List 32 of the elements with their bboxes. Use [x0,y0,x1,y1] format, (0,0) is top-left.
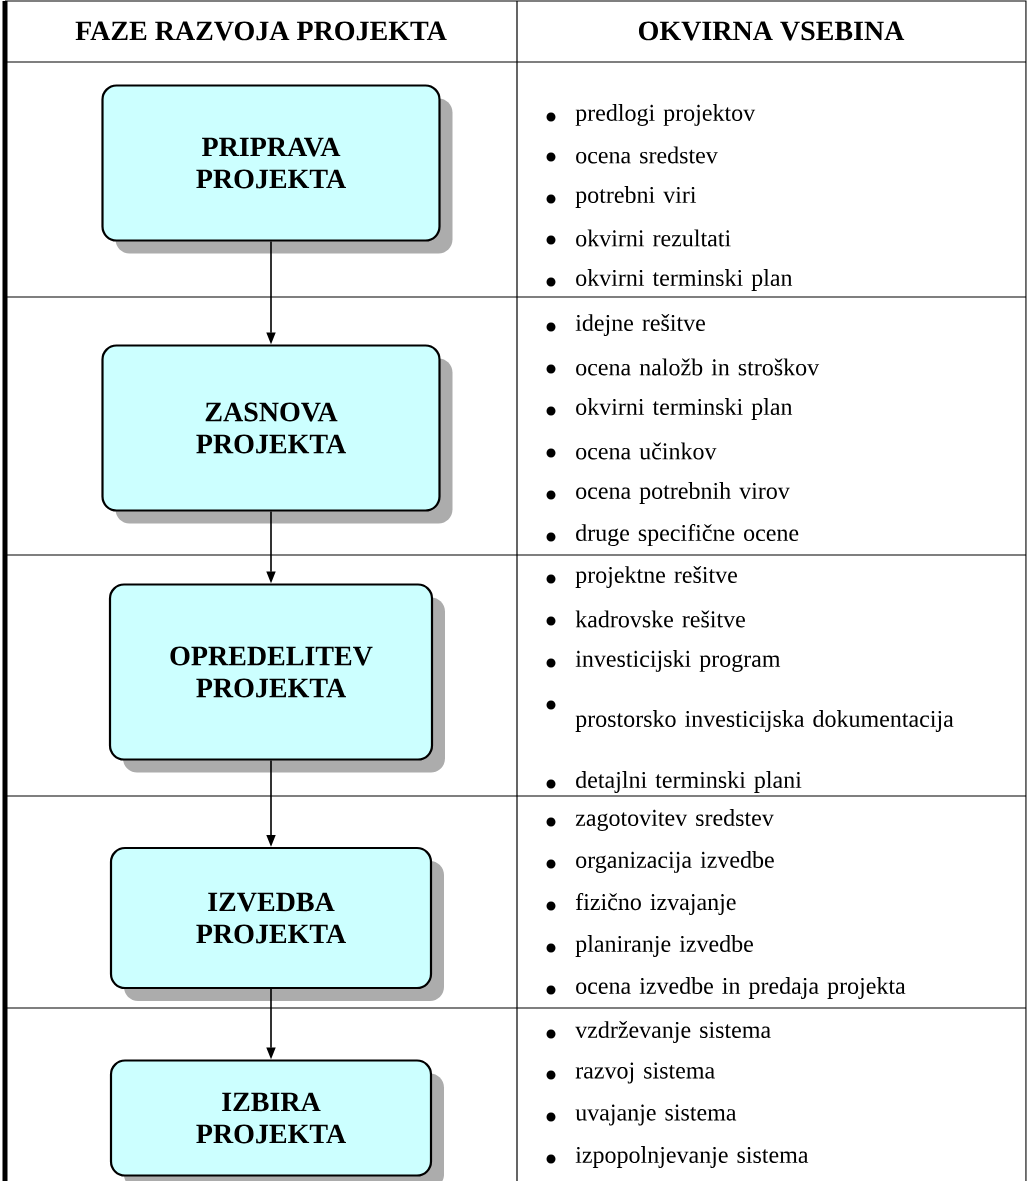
bullet-item: ocena potrebnih virov [546,482,790,504]
bullet-item: razvoj sistema [546,1062,715,1084]
bullet-item: okvirni terminski plan [546,398,793,420]
bullet-item: ocena učinkov [546,442,717,460]
bullet-item: planiranje izvedbe [546,935,753,957]
process-box: IZBIRA PROJEKTA [109,1059,444,1181]
bullet-item: idejne rešitve [546,314,705,336]
bullet-item: druge specifične ocene [546,524,799,547]
bullet-item: detajlni terminski plani [546,771,802,793]
process-box: PRIPRAVA PROJEKTA [101,84,453,254]
column-header: OKVIRNA VSEBINA [638,21,905,41]
bullet-item: prostorsko investicijska dokumentacija [546,700,954,732]
bullet-item: projektne rešitve [546,566,737,588]
bullet-item: kadrovske rešitve [546,610,745,628]
process-box: OPREDELITEV PROJEKTA [108,583,445,773]
bullet-item: ocena sredstev [546,146,718,164]
bullet-item: fizično izvajanje [546,893,736,915]
bullet-item: predlogi projektov [546,104,756,126]
bullet-item: zagotovitev sredstev [546,809,774,831]
column-header: FAZE RAZVOJA PROJEKTA [75,21,447,41]
bullet-item: potrebni viri [546,186,697,208]
bullet-item: okvirni terminski plan [546,269,793,291]
bullet-item: ocena naložb in stroškov [546,358,820,376]
bullet-item: investicijski program [546,650,781,672]
bullet-item: vzdrževanje sistema [546,1021,771,1043]
bullet-item: uvajanje sistema [546,1104,737,1126]
bullet-item: okvirni rezultati [546,229,731,247]
bullet-item: izpopolnjevanje sistema [546,1146,809,1168]
bullet-item: ocena izvedbe in predaja projekta [546,977,906,999]
process-box: IZVEDBA PROJEKTA [109,846,444,1001]
process-box: ZASNOVA PROJEKTA [101,344,453,524]
bullet-item: organizacija izvedbe [546,851,774,873]
